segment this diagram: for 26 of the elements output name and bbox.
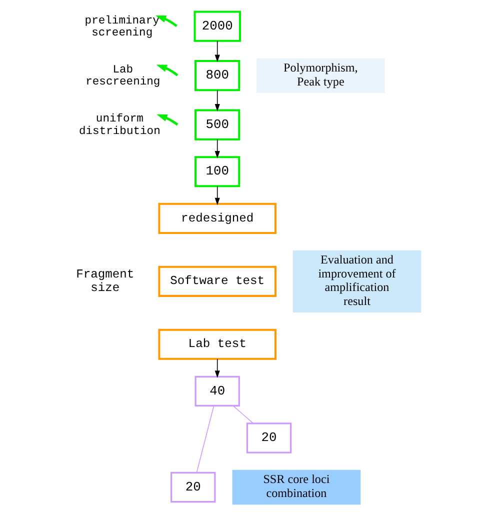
node-box: 20 [246, 422, 292, 454]
node-text: Lab rescreening [85, 64, 160, 89]
arrow [155, 16, 177, 28]
arrow [156, 114, 178, 126]
node-box: 40 [194, 376, 240, 407]
connector [196, 405, 214, 474]
node-box: Lab test [158, 328, 276, 360]
label: Fragment size [76, 267, 134, 296]
node-box: SSR core loci combination [232, 470, 360, 505]
node-box: 500 [194, 109, 240, 140]
node-text: preliminary screening [84, 15, 159, 40]
node-box: 100 [194, 156, 240, 188]
node-box: redesigned [158, 202, 276, 234]
node-box: 800 [194, 60, 240, 92]
arrow [214, 358, 220, 378]
node-box: Software test [158, 266, 276, 297]
node-box: 20 [170, 472, 216, 503]
arrow [214, 40, 220, 62]
arrow [214, 90, 220, 112]
arrow [156, 64, 178, 76]
arrow [214, 139, 220, 158]
node-text: uniform distribution [78, 114, 160, 138]
connector [232, 405, 254, 424]
arrow [214, 186, 220, 206]
node-box: 2000 [193, 10, 240, 42]
node-box: Evaluation and improvement of amplification result [292, 250, 421, 312]
